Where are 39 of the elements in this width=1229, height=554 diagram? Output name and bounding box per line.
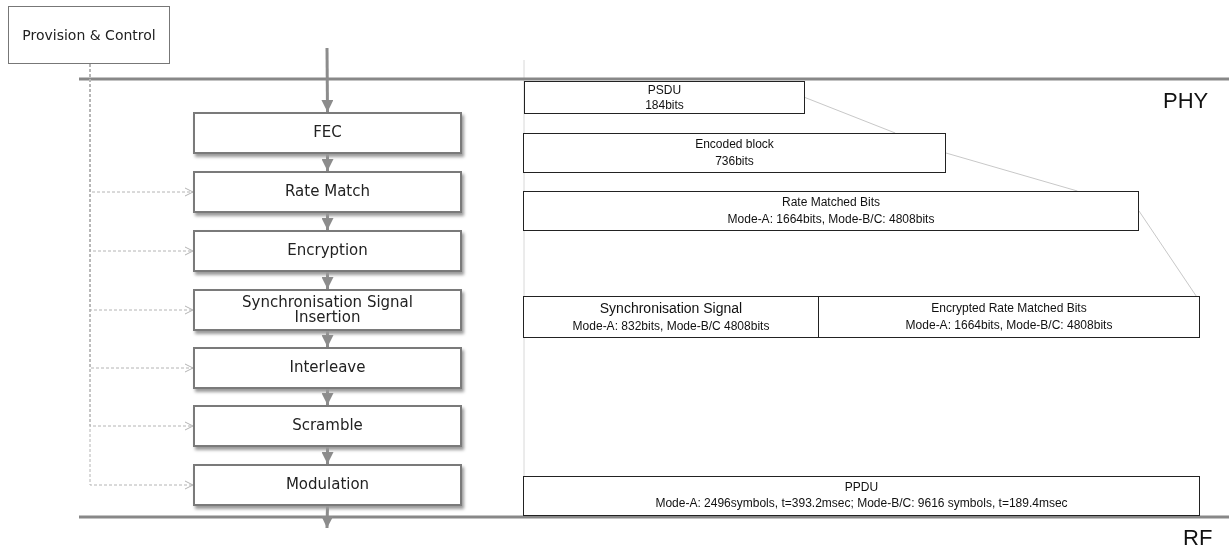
- block-detail: 184bits: [645, 97, 684, 113]
- arrow: [321, 213, 334, 230]
- connector-line: [804, 97, 896, 134]
- process-box: Encryption: [193, 230, 462, 272]
- arrow: [321, 331, 334, 347]
- data-block: [523, 191, 1139, 231]
- arrow: [321, 154, 334, 171]
- block-title: Encrypted Rate Matched Bits: [931, 300, 1087, 317]
- data-block: [524, 81, 805, 114]
- block-detail: Mode-A: 832bits, Mode-B/C 4808bits: [572, 318, 770, 336]
- block-detail: 736bits: [715, 153, 754, 170]
- data-block: [818, 296, 1200, 338]
- process-box: Modulation: [193, 464, 462, 506]
- data-block: [523, 296, 819, 338]
- block-title: PSDU: [647, 82, 682, 98]
- connector-line: [1138, 210, 1197, 297]
- connector-line: [945, 152, 1078, 192]
- block-title: Rate Matched Bits: [781, 194, 880, 211]
- process-box: Scramble: [193, 405, 462, 447]
- process-box: Interleave: [193, 347, 462, 389]
- layer-label: RF: [1183, 525, 1213, 551]
- arrow: [321, 389, 334, 405]
- data-block: [523, 476, 1200, 516]
- arrow: [321, 272, 334, 289]
- process-box: Rate Match: [193, 171, 462, 213]
- block-detail: Mode-A: 2496symbols, t=393.2msec; Mode-B/C: 9616 symbols, t=189.4msec: [655, 496, 1068, 512]
- block-detail: Mode-A: 1664bits, Mode-B/C: 4808bits: [905, 317, 1113, 334]
- arrow: [321, 447, 334, 464]
- process-box: FEC: [193, 112, 462, 154]
- arrow: [321, 505, 334, 529]
- block-title: PPDU: [844, 480, 879, 496]
- process-box: Synchronisation Signal Insertion: [193, 289, 462, 331]
- block-title: Encoded block: [695, 136, 774, 153]
- layer-label: PHY: [1163, 88, 1209, 114]
- arrow: [321, 48, 334, 112]
- control-box: Provision & Control: [8, 6, 170, 64]
- block-detail: Mode-A: 1664bits, Mode-B/C: 4808bits: [727, 211, 935, 228]
- block-title: Synchronisation Signal: [599, 298, 743, 318]
- data-block: [523, 133, 946, 173]
